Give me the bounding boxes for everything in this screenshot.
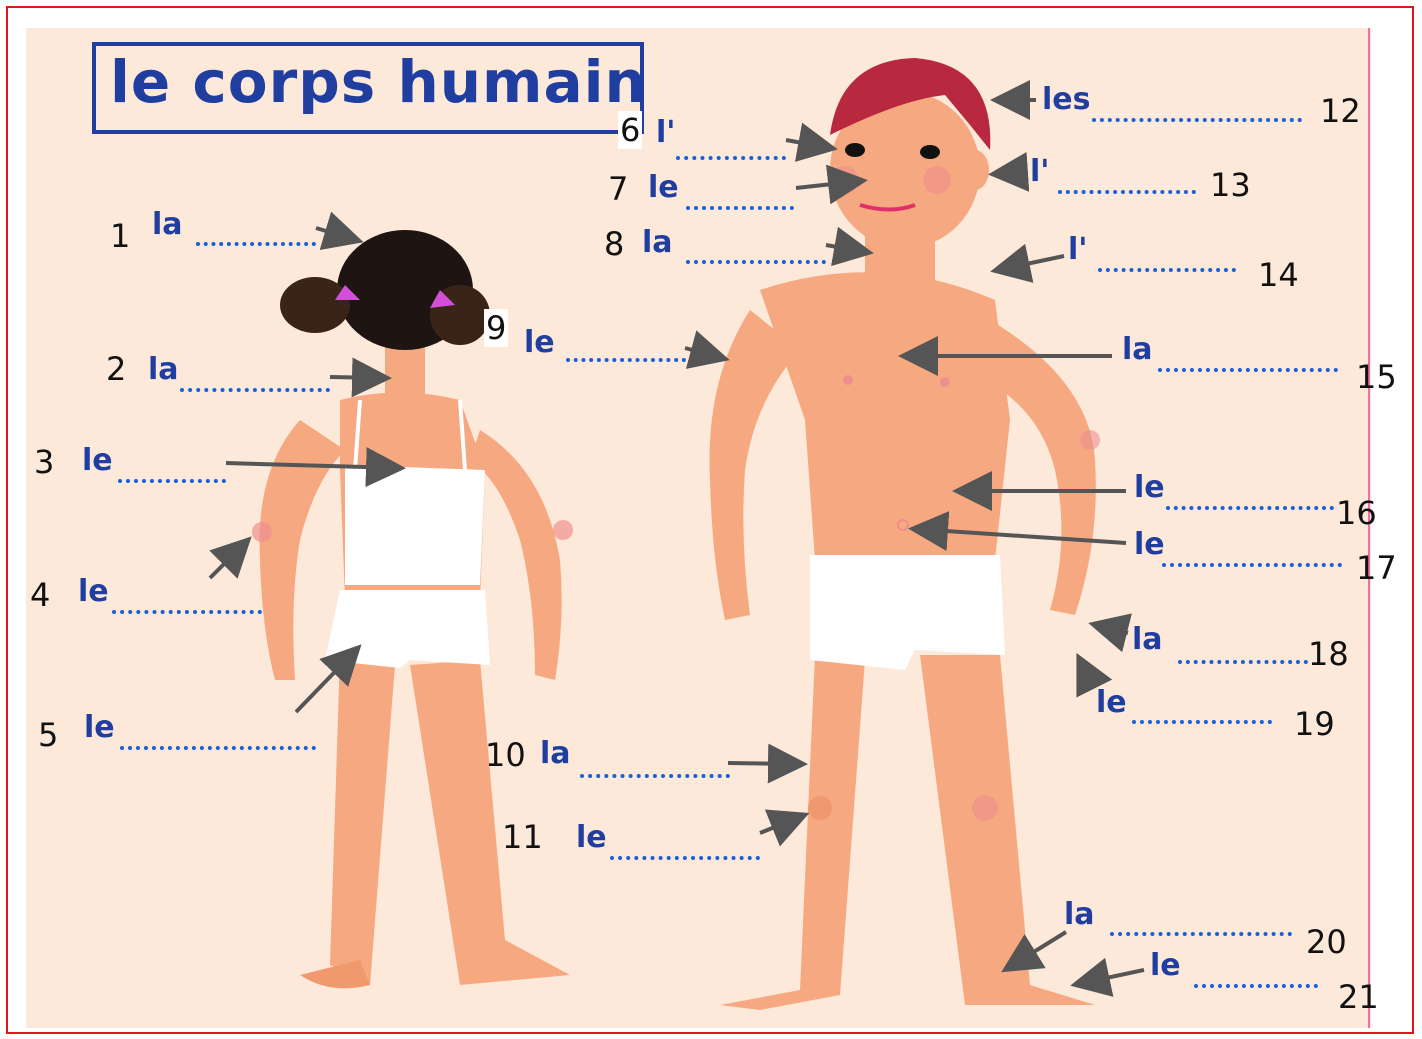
label-number-7: 7	[608, 170, 628, 208]
label-article-11: le	[576, 820, 607, 855]
label-article-4: le	[78, 574, 109, 609]
label-article-12: les	[1042, 82, 1091, 117]
label-number-17: 17	[1356, 549, 1397, 587]
label-number-14: 14	[1258, 256, 1299, 294]
answer-line-18[interactable]	[1178, 660, 1308, 664]
answer-line-13[interactable]	[1058, 190, 1196, 194]
label-article-2: la	[148, 352, 179, 387]
answer-line-4[interactable]	[112, 610, 262, 614]
answer-line-11[interactable]	[610, 856, 760, 860]
label-article-14: l'	[1068, 232, 1087, 267]
label-article-15: la	[1122, 332, 1153, 367]
label-number-19: 19	[1294, 705, 1335, 743]
answer-line-7[interactable]	[686, 206, 794, 210]
label-number-6: 6	[618, 111, 642, 149]
answer-line-6[interactable]	[676, 156, 786, 160]
label-article-3: le	[82, 443, 113, 478]
label-article-7: le	[648, 170, 679, 205]
label-article-20: la	[1064, 897, 1095, 932]
label-article-16: le	[1134, 470, 1165, 505]
label-article-6: l'	[656, 115, 675, 150]
label-article-19: le	[1096, 685, 1127, 720]
label-number-8: 8	[604, 225, 624, 263]
label-number-11: 11	[502, 818, 543, 856]
label-number-16: 16	[1336, 494, 1377, 532]
label-article-13: l'	[1030, 154, 1049, 189]
answer-line-16[interactable]	[1166, 506, 1334, 510]
answer-line-5[interactable]	[120, 746, 316, 750]
label-number-13: 13	[1210, 166, 1251, 204]
label-article-21: le	[1150, 948, 1181, 983]
label-number-20: 20	[1306, 923, 1347, 961]
answer-line-17[interactable]	[1162, 563, 1342, 567]
answer-line-1[interactable]	[196, 242, 316, 246]
label-number-1: 1	[110, 217, 130, 255]
label-article-5: le	[84, 710, 115, 745]
answer-line-12[interactable]	[1092, 118, 1302, 122]
answer-line-20[interactable]	[1110, 932, 1292, 936]
answer-line-14[interactable]	[1098, 268, 1236, 272]
label-article-1: la	[152, 207, 183, 242]
label-number-5: 5	[38, 716, 58, 754]
label-article-9: le	[524, 325, 555, 360]
label-number-15: 15	[1356, 358, 1397, 396]
label-article-8: la	[642, 225, 673, 260]
label-number-13b: 12	[1320, 92, 1361, 130]
label-number-9: 9	[484, 309, 508, 347]
label-number-18: 18	[1308, 635, 1349, 673]
answer-line-8[interactable]	[686, 260, 826, 264]
label-article-10: la	[540, 736, 571, 771]
answer-line-3[interactable]	[118, 479, 226, 483]
label-article-18: la	[1132, 622, 1163, 657]
boy-figure	[710, 58, 1101, 1010]
answer-line-15[interactable]	[1158, 368, 1338, 372]
answer-line-2[interactable]	[180, 388, 330, 392]
answer-line-21[interactable]	[1194, 984, 1318, 988]
answer-line-10[interactable]	[580, 774, 730, 778]
label-number-2: 2	[106, 350, 126, 388]
label-number-4: 4	[30, 576, 50, 614]
label-article-17: le	[1134, 527, 1165, 562]
label-number-3: 3	[34, 443, 54, 481]
label-number-10: 10	[485, 736, 526, 774]
page-title: le corps humain	[110, 48, 647, 116]
label-number-21: 21	[1338, 978, 1379, 1016]
answer-line-9[interactable]	[566, 358, 686, 362]
answer-line-19[interactable]	[1132, 720, 1272, 724]
